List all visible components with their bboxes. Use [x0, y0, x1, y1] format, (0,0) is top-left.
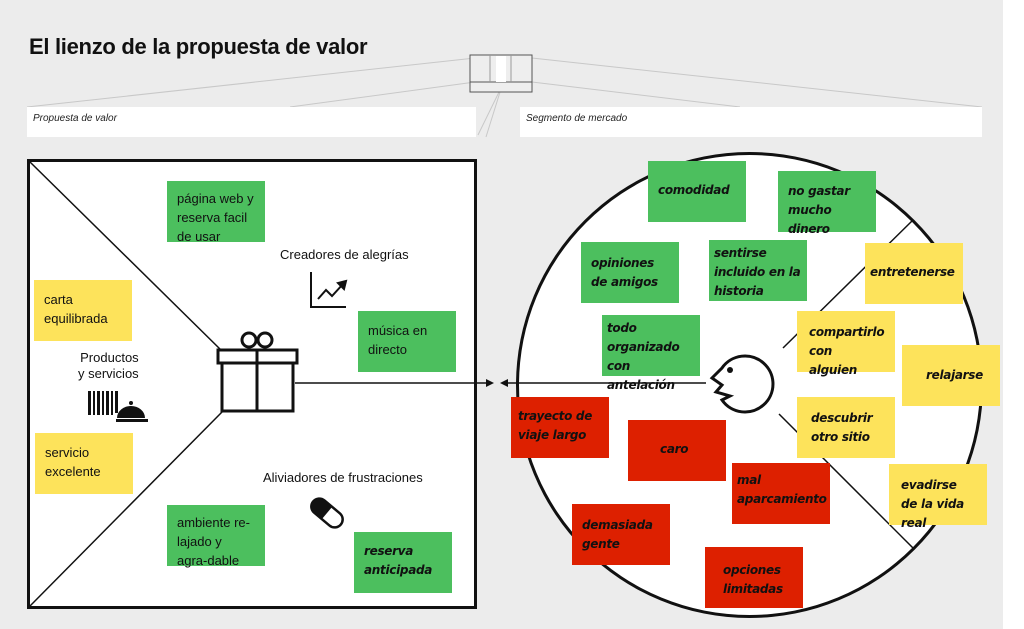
sticky-pain[interactable]: mal aparcamiento: [732, 463, 830, 524]
sticky-product[interactable]: servicio excelente: [35, 433, 133, 494]
sticky-customer-job[interactable]: compartirlo con alguien: [797, 311, 895, 377]
sticky-gain[interactable]: no gastar mucho dinero: [778, 171, 876, 236]
sticky-gain[interactable]: opiniones de amigos: [581, 242, 679, 303]
value-proposition-label: Propuesta de valor: [27, 107, 476, 137]
sticky-customer-job[interactable]: descubrir otro sitio: [797, 397, 895, 458]
sticky-gain[interactable]: sentirse incluido en la historia: [709, 240, 807, 301]
sticky-gain[interactable]: todo organizado con antelación: [602, 315, 700, 392]
pain-relievers-heading: Aliviadores de frustraciones: [263, 470, 423, 485]
sticky-customer-job[interactable]: evadirse de la vida real: [889, 464, 987, 530]
sticky-pain[interactable]: demasiada gente: [572, 504, 670, 565]
gain-creators-heading: Creadores de alegrías: [280, 247, 409, 262]
sticky-customer-job[interactable]: relajarse: [902, 345, 1000, 406]
sticky-gain-creator[interactable]: música en directo: [358, 311, 456, 372]
sticky-product[interactable]: carta equilibrada: [34, 280, 132, 341]
sticky-pain[interactable]: opciones limitadas: [705, 547, 803, 608]
sticky-gain-creator[interactable]: página web y reserva facil de usar: [167, 181, 265, 244]
products-heading: Productos y servicios: [78, 350, 139, 381]
sticky-gain[interactable]: comodidad: [648, 161, 746, 222]
page-title: El lienzo de la propuesta de valor: [29, 34, 368, 59]
market-segment-label: Segmento de mercado: [520, 107, 982, 137]
sticky-pain[interactable]: trayecto de viaje largo: [511, 397, 609, 458]
sticky-pain[interactable]: caro: [628, 420, 726, 481]
sticky-pain-reliever[interactable]: reserva anticipada: [354, 532, 452, 593]
sticky-pain-reliever[interactable]: ambiente re-lajado y agra-dable: [167, 505, 265, 568]
sticky-customer-job[interactable]: entretenerse: [865, 243, 963, 304]
